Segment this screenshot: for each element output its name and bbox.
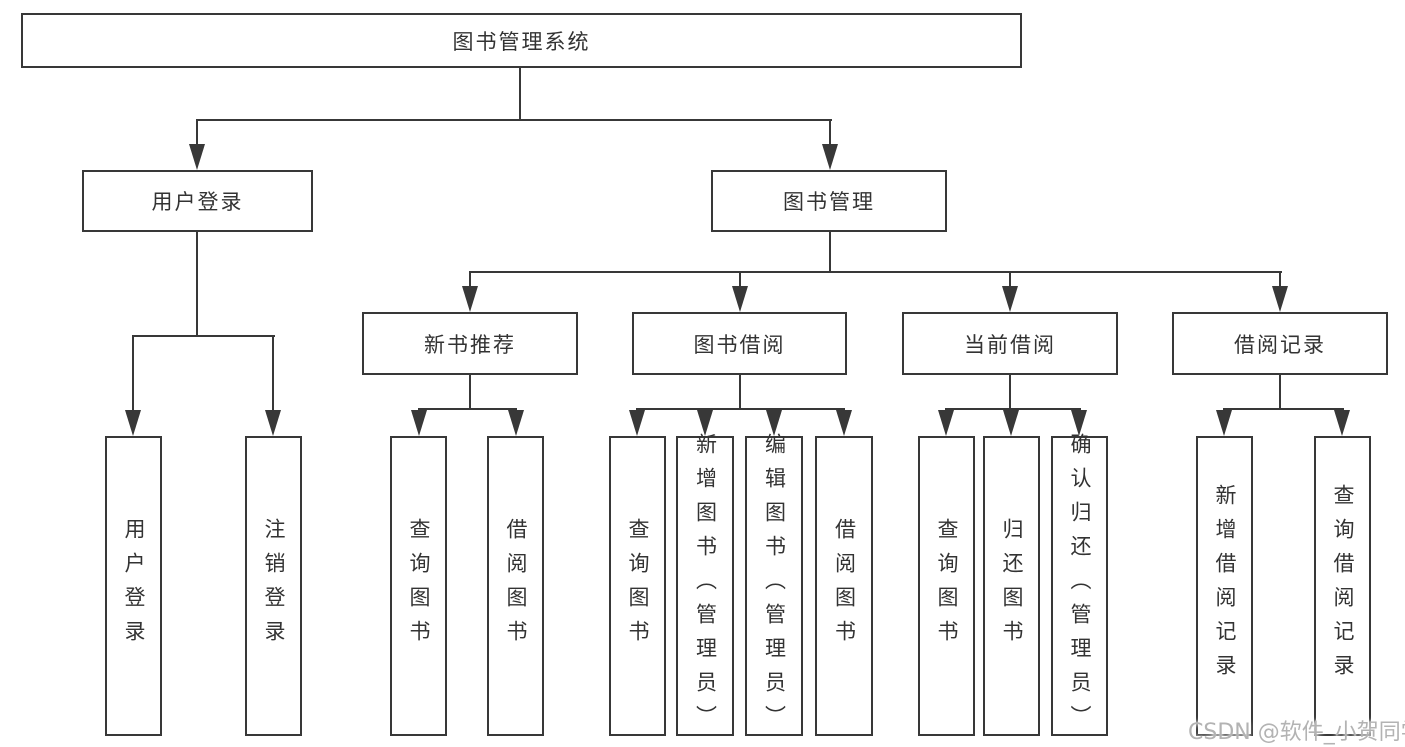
connector-new-book-drop: [469, 375, 471, 410]
leaf-br-add-record: 新增借阅记录: [1196, 436, 1253, 736]
node-user-login: 用户登录: [82, 170, 313, 232]
leaf-nb-query-books-label: 查询图书: [407, 518, 431, 654]
connector-stub-current-borrow: [1009, 271, 1011, 288]
connector-stub-borrow-records: [1279, 271, 1281, 288]
leaf-nb-borrow-books-label: 借阅图书: [504, 518, 528, 654]
connector-book-borrow-bus: [636, 408, 845, 410]
arrowhead-user-login: [189, 144, 205, 170]
leaf-bb-edit-books-admin: 编辑图书（管理员）: [745, 433, 803, 739]
arrowhead-book-management: [822, 144, 838, 170]
leaf-cb-query-books: 查询图书: [918, 436, 975, 736]
arrowhead-bb-add: [697, 410, 713, 436]
connector-stub-leaf-logout: [272, 335, 274, 412]
arrowhead-new-book: [462, 286, 478, 312]
arrowhead-nb-query: [411, 410, 427, 436]
leaf-bb-query-books: 查询图书: [609, 436, 666, 736]
arrowhead-bb-borrow: [836, 410, 852, 436]
leaf-br-query-record-label: 查询借阅记录: [1331, 484, 1355, 688]
connector-level3-bus: [469, 271, 1282, 273]
connector-user-login-bus: [132, 335, 275, 337]
leaf-cb-query-books-label: 查询图书: [935, 518, 959, 654]
arrowhead-br-query: [1334, 410, 1350, 436]
leaf-nb-borrow-books: 借阅图书: [487, 436, 544, 736]
leaf-bb-borrow-books-label: 借阅图书: [832, 518, 857, 654]
leaf-bb-edit-books-admin-label: 编辑图书（管理员）: [762, 433, 787, 739]
arrowhead-book-borrow: [732, 286, 748, 312]
connector-current-borrow-bus: [945, 408, 1081, 410]
leaf-bb-add-books-admin: 新增图书（管理员）: [676, 433, 734, 739]
node-book-borrow: 图书借阅: [632, 312, 847, 375]
arrowhead-cb-confirm: [1071, 410, 1087, 436]
leaf-bb-query-books-label: 查询图书: [626, 518, 650, 654]
connector-stub-book-management: [829, 119, 831, 148]
arrowhead-current-borrow: [1002, 286, 1018, 312]
leaf-cb-confirm-return-admin: 确认归还（管理员）: [1051, 433, 1108, 739]
arrowhead-nb-borrow: [508, 410, 524, 436]
arrowhead-bb-query: [629, 410, 645, 436]
arrowhead-br-add: [1216, 410, 1232, 436]
leaf-bb-borrow-books: 借阅图书: [815, 436, 873, 736]
connector-stub-leaf-user-login: [132, 335, 134, 412]
connector-root-drop: [519, 68, 521, 121]
leaf-br-add-record-label: 新增借阅记录: [1213, 484, 1237, 688]
leaf-nb-query-books: 查询图书: [390, 436, 447, 736]
arrowhead-borrow-records: [1272, 286, 1288, 312]
connector-current-borrow-drop: [1009, 375, 1011, 410]
connector-borrow-records-bus: [1223, 408, 1344, 410]
leaf-cb-confirm-return-admin-label: 确认归还（管理员）: [1068, 433, 1092, 739]
connector-book-management-drop: [829, 232, 831, 273]
node-new-book-recommend: 新书推荐: [362, 312, 578, 375]
leaf-logout: 注销登录: [245, 436, 302, 736]
connector-borrow-records-drop: [1279, 375, 1281, 410]
connector-level2-bus: [196, 119, 832, 121]
csdn-watermark: CSDN @软件_小贺同学: [1188, 720, 1405, 745]
connector-stub-book-borrow: [739, 271, 741, 288]
leaf-user-login-label: 用户登录: [122, 518, 146, 654]
arrowhead-bb-edit: [766, 410, 782, 436]
arrowhead-cb-query: [938, 410, 954, 436]
leaf-br-query-record: 查询借阅记录: [1314, 436, 1371, 736]
node-book-management: 图书管理: [711, 170, 947, 232]
leaf-cb-return-books-label: 归还图书: [1000, 518, 1024, 654]
leaf-bb-add-books-admin-label: 新增图书（管理员）: [693, 433, 718, 739]
connector-book-borrow-drop: [739, 375, 741, 410]
arrowhead-leaf-user-login: [125, 410, 141, 436]
node-root: 图书管理系统: [21, 13, 1022, 68]
arrowhead-cb-return: [1003, 410, 1019, 436]
connector-user-login-drop: [196, 232, 198, 337]
leaf-cb-return-books: 归还图书: [983, 436, 1040, 736]
arrowhead-leaf-logout: [265, 410, 281, 436]
connector-new-book-bus: [418, 408, 517, 410]
node-current-borrow: 当前借阅: [902, 312, 1118, 375]
connector-stub-user-login: [196, 119, 198, 148]
leaf-user-login: 用户登录: [105, 436, 162, 736]
node-borrow-records: 借阅记录: [1172, 312, 1388, 375]
leaf-logout-label: 注销登录: [262, 518, 286, 654]
connector-stub-new-book: [469, 271, 471, 288]
